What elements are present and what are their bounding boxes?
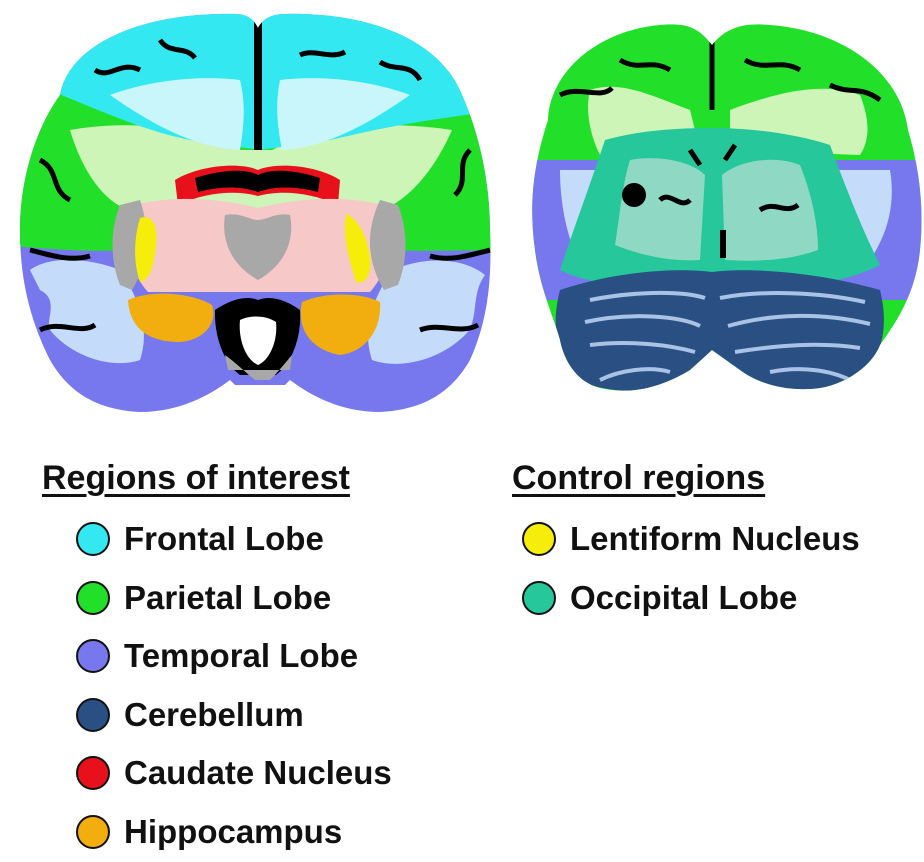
color-swatch-icon xyxy=(522,581,556,615)
legend-item: Cerebellum xyxy=(42,686,392,745)
color-swatch-icon xyxy=(76,522,110,556)
legend-title-roi: Regions of interest xyxy=(42,456,392,500)
legend-label: Cerebellum xyxy=(124,696,304,734)
legend-item: Temporal Lobe xyxy=(42,627,392,686)
legend-item: Frontal Lobe xyxy=(42,510,392,569)
legend-title-control: Control regions xyxy=(512,456,860,500)
interhemispheric-fissure xyxy=(254,14,262,150)
legend-label: Hippocampus xyxy=(124,813,342,851)
posterior-coronal-slice xyxy=(520,0,924,430)
color-swatch-icon xyxy=(522,522,556,556)
color-swatch-icon xyxy=(76,815,110,849)
brain-figure xyxy=(0,0,924,430)
legend-item: Parietal Lobe xyxy=(42,569,392,628)
legend-item: Caudate Nucleus xyxy=(42,744,392,803)
legend-label: Frontal Lobe xyxy=(124,520,324,558)
legend-item: Hippocampus xyxy=(42,803,392,862)
occipital-lobe-region xyxy=(560,128,880,290)
legend-item: Lentiform Nucleus xyxy=(512,510,860,569)
legend-label: Parietal Lobe xyxy=(124,579,331,617)
color-swatch-icon xyxy=(76,698,110,732)
color-swatch-icon xyxy=(76,581,110,615)
color-swatch-icon xyxy=(76,639,110,673)
legend-label: Occipital Lobe xyxy=(570,579,797,617)
legend-label: Caudate Nucleus xyxy=(124,754,392,792)
legend-label: Lentiform Nucleus xyxy=(570,520,860,558)
color-swatch-icon xyxy=(76,756,110,790)
legend-item: Occipital Lobe xyxy=(512,569,860,628)
legend-label: Temporal Lobe xyxy=(124,637,358,675)
